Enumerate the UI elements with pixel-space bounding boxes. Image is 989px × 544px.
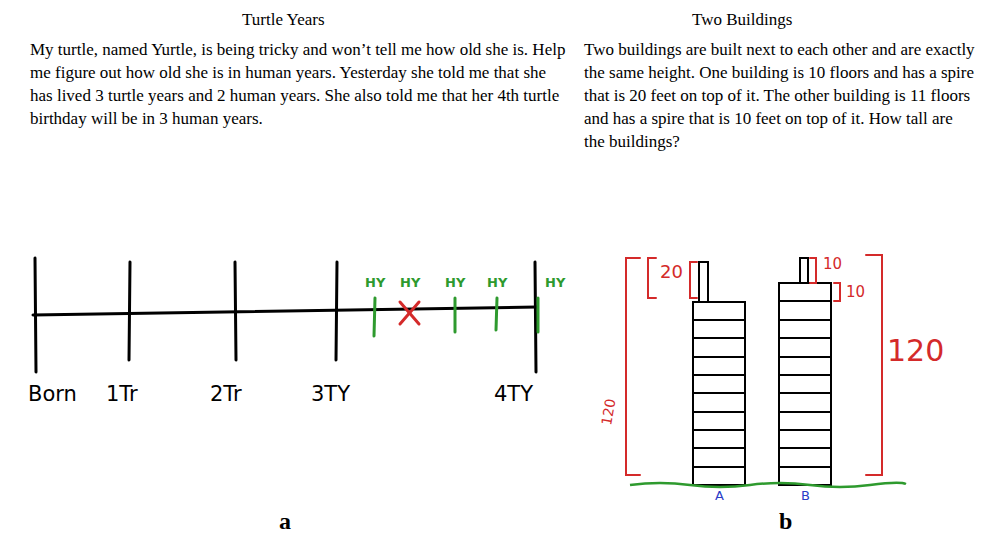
dimension-label: 10	[823, 256, 842, 273]
axis-label: Born	[28, 382, 77, 406]
dimension-label: 120	[598, 397, 618, 426]
tick-label: HY	[365, 276, 385, 291]
dimension-label: 20	[660, 262, 683, 283]
problem-text: My turtle, named Yurtle, is being tricky…	[30, 38, 570, 130]
dimension-label: 10	[846, 284, 865, 301]
tick-label: HY	[487, 276, 507, 291]
panel-letter: a	[279, 508, 291, 536]
panel-letter: b	[779, 508, 792, 536]
tick-label: HY	[445, 276, 465, 291]
problem-text: Two buildings are built next to each oth…	[584, 38, 976, 153]
axis-label: 3TY	[311, 382, 350, 406]
panel-title: Two Buildings	[692, 10, 792, 30]
tick-label: HY	[400, 276, 420, 291]
dimension-brackets	[626, 255, 882, 475]
tick-label: HY	[545, 276, 565, 291]
building-label: B	[801, 489, 810, 504]
axis-label: 4TY	[494, 382, 533, 406]
number-line	[33, 258, 537, 372]
ground-line	[630, 483, 906, 487]
building-label: A	[715, 489, 724, 504]
panel-title: Turtle Years	[242, 10, 325, 30]
axis-label: 2Tr	[210, 382, 242, 406]
buildings	[693, 258, 831, 485]
human-year-ticks	[374, 298, 538, 336]
cross-mark	[400, 302, 419, 324]
axis-label: 1Tr	[106, 382, 138, 406]
dimension-label: 120	[887, 334, 944, 369]
